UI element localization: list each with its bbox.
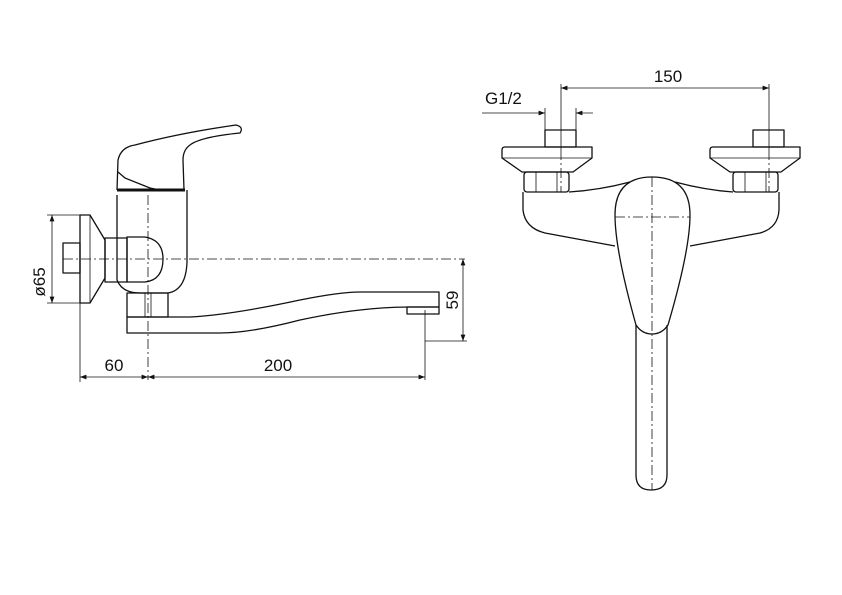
front-view: 150 G1/2 <box>482 67 801 491</box>
dim-flange-diameter: ø65 <box>30 267 49 296</box>
right-flange <box>709 146 801 173</box>
dim-spout-height: 59 <box>443 291 462 310</box>
right-nut <box>732 171 779 193</box>
side-view: 59 ø65 60 200 <box>30 124 467 382</box>
spout-aerator <box>406 306 440 315</box>
mixer-body <box>522 192 780 247</box>
lever-handle <box>116 124 242 191</box>
left-nut <box>523 171 570 193</box>
dim-thread: G1/2 <box>485 89 522 108</box>
spout <box>126 291 440 334</box>
body-dome <box>126 236 164 283</box>
dim-spout-reach: 200 <box>264 356 292 375</box>
left-inlet-nipple <box>544 129 577 148</box>
dim-wall-offset: 60 <box>105 356 124 375</box>
wall-nipple <box>62 242 81 274</box>
lever-stem <box>635 325 668 491</box>
right-inlet-nipple <box>752 129 785 148</box>
connection-nut <box>104 237 128 283</box>
spout-swivel <box>126 292 169 318</box>
lever-paddle <box>614 176 691 335</box>
dim-inlet-spacing: 150 <box>654 67 682 86</box>
handle-cap <box>117 171 161 191</box>
left-flange <box>501 146 593 173</box>
